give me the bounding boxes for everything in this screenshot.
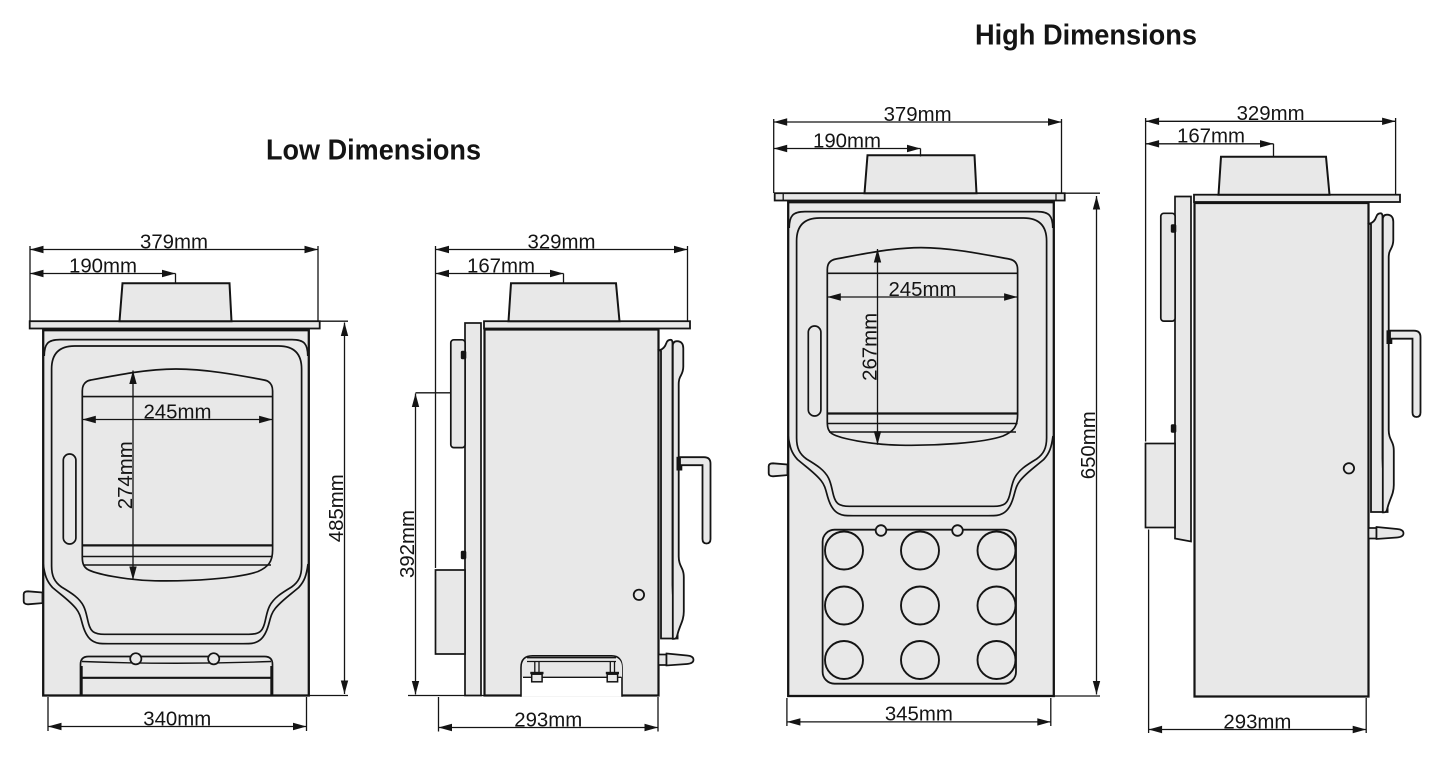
svg-text:190mm: 190mm xyxy=(69,255,137,277)
svg-text:High Dimensions: High Dimensions xyxy=(975,20,1197,52)
svg-text:379mm: 379mm xyxy=(140,231,208,253)
svg-text:340mm: 340mm xyxy=(143,708,211,730)
svg-text:485mm: 485mm xyxy=(326,474,348,542)
svg-text:379mm: 379mm xyxy=(884,104,952,126)
svg-text:Low Dimensions: Low Dimensions xyxy=(266,135,481,167)
svg-text:650mm: 650mm xyxy=(1078,411,1100,479)
svg-text:267mm: 267mm xyxy=(859,313,881,381)
svg-text:345mm: 345mm xyxy=(885,704,953,726)
svg-text:274mm: 274mm xyxy=(115,441,137,509)
svg-text:293mm: 293mm xyxy=(514,709,582,731)
svg-text:245mm: 245mm xyxy=(143,401,211,423)
svg-text:293mm: 293mm xyxy=(1223,711,1291,733)
svg-text:167mm: 167mm xyxy=(1177,126,1245,148)
svg-text:392mm: 392mm xyxy=(397,510,419,578)
svg-text:329mm: 329mm xyxy=(1237,103,1305,125)
svg-text:329mm: 329mm xyxy=(528,231,596,253)
svg-text:190mm: 190mm xyxy=(813,130,881,152)
svg-text:245mm: 245mm xyxy=(888,279,956,301)
svg-text:167mm: 167mm xyxy=(467,255,535,277)
